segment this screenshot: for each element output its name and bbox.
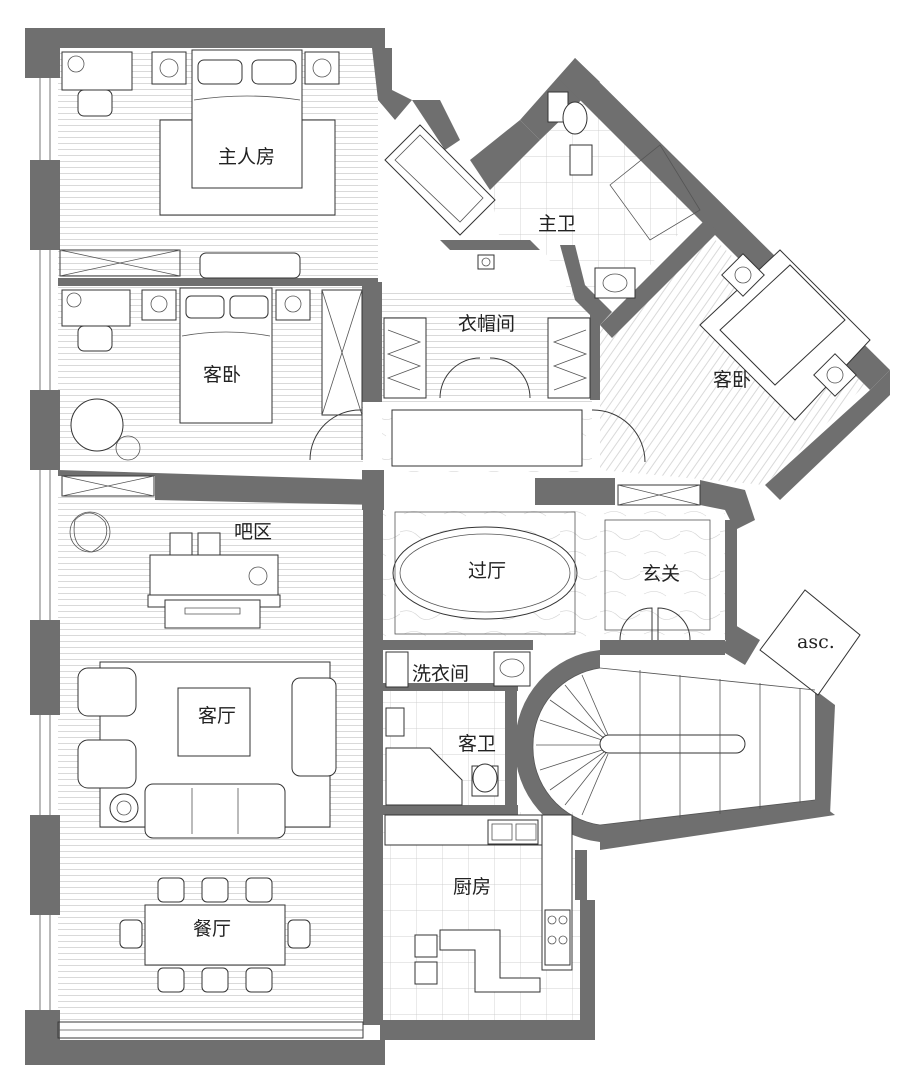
label-foyer: 玄关: [642, 563, 680, 585]
label-living-room: 客厅: [198, 705, 236, 727]
cloakroom-furniture: [383, 317, 646, 467]
label-guest-bedroom-left: 客卧: [203, 364, 241, 386]
master-bath-floor: [490, 80, 700, 320]
guest-bedroom-right-furniture: [699, 249, 871, 421]
label-bar-area: 吧区: [234, 521, 272, 543]
label-dining-room: 餐厅: [193, 918, 231, 940]
dining-furniture: [119, 877, 311, 993]
windows: [57, 249, 701, 1039]
label-kitchen: 厨房: [453, 876, 491, 898]
label-hall: 过厅: [468, 560, 506, 582]
bar-area-furniture: [69, 511, 281, 629]
guest-bedroom-left-furniture: [61, 287, 363, 461]
foyer-floor: [600, 510, 725, 635]
hall-furniture: [392, 511, 861, 696]
label-guest-bedroom-right: 客卧: [713, 369, 751, 391]
room-labels: 主人房 主卫 衣帽间 客卧 客卧 吧区 过厅 玄关 洗衣间 客厅 客卫 厨房 餐…: [193, 146, 835, 940]
label-cloakroom: 衣帽间: [458, 313, 515, 335]
label-laundry: 洗衣间: [412, 663, 469, 685]
living-room-furniture: [77, 661, 337, 839]
laundry-bath-fixtures: [385, 651, 531, 806]
staircase: [532, 667, 816, 826]
label-elevator: asc.: [797, 631, 835, 653]
master-bath-fixtures: [477, 91, 701, 299]
kitchen-fixtures: [384, 814, 573, 993]
master-bedroom-furniture: [61, 49, 496, 279]
label-master-bedroom: 主人房: [218, 146, 275, 168]
label-master-bath: 主卫: [538, 213, 576, 235]
label-guest-bath: 客卫: [458, 733, 496, 755]
